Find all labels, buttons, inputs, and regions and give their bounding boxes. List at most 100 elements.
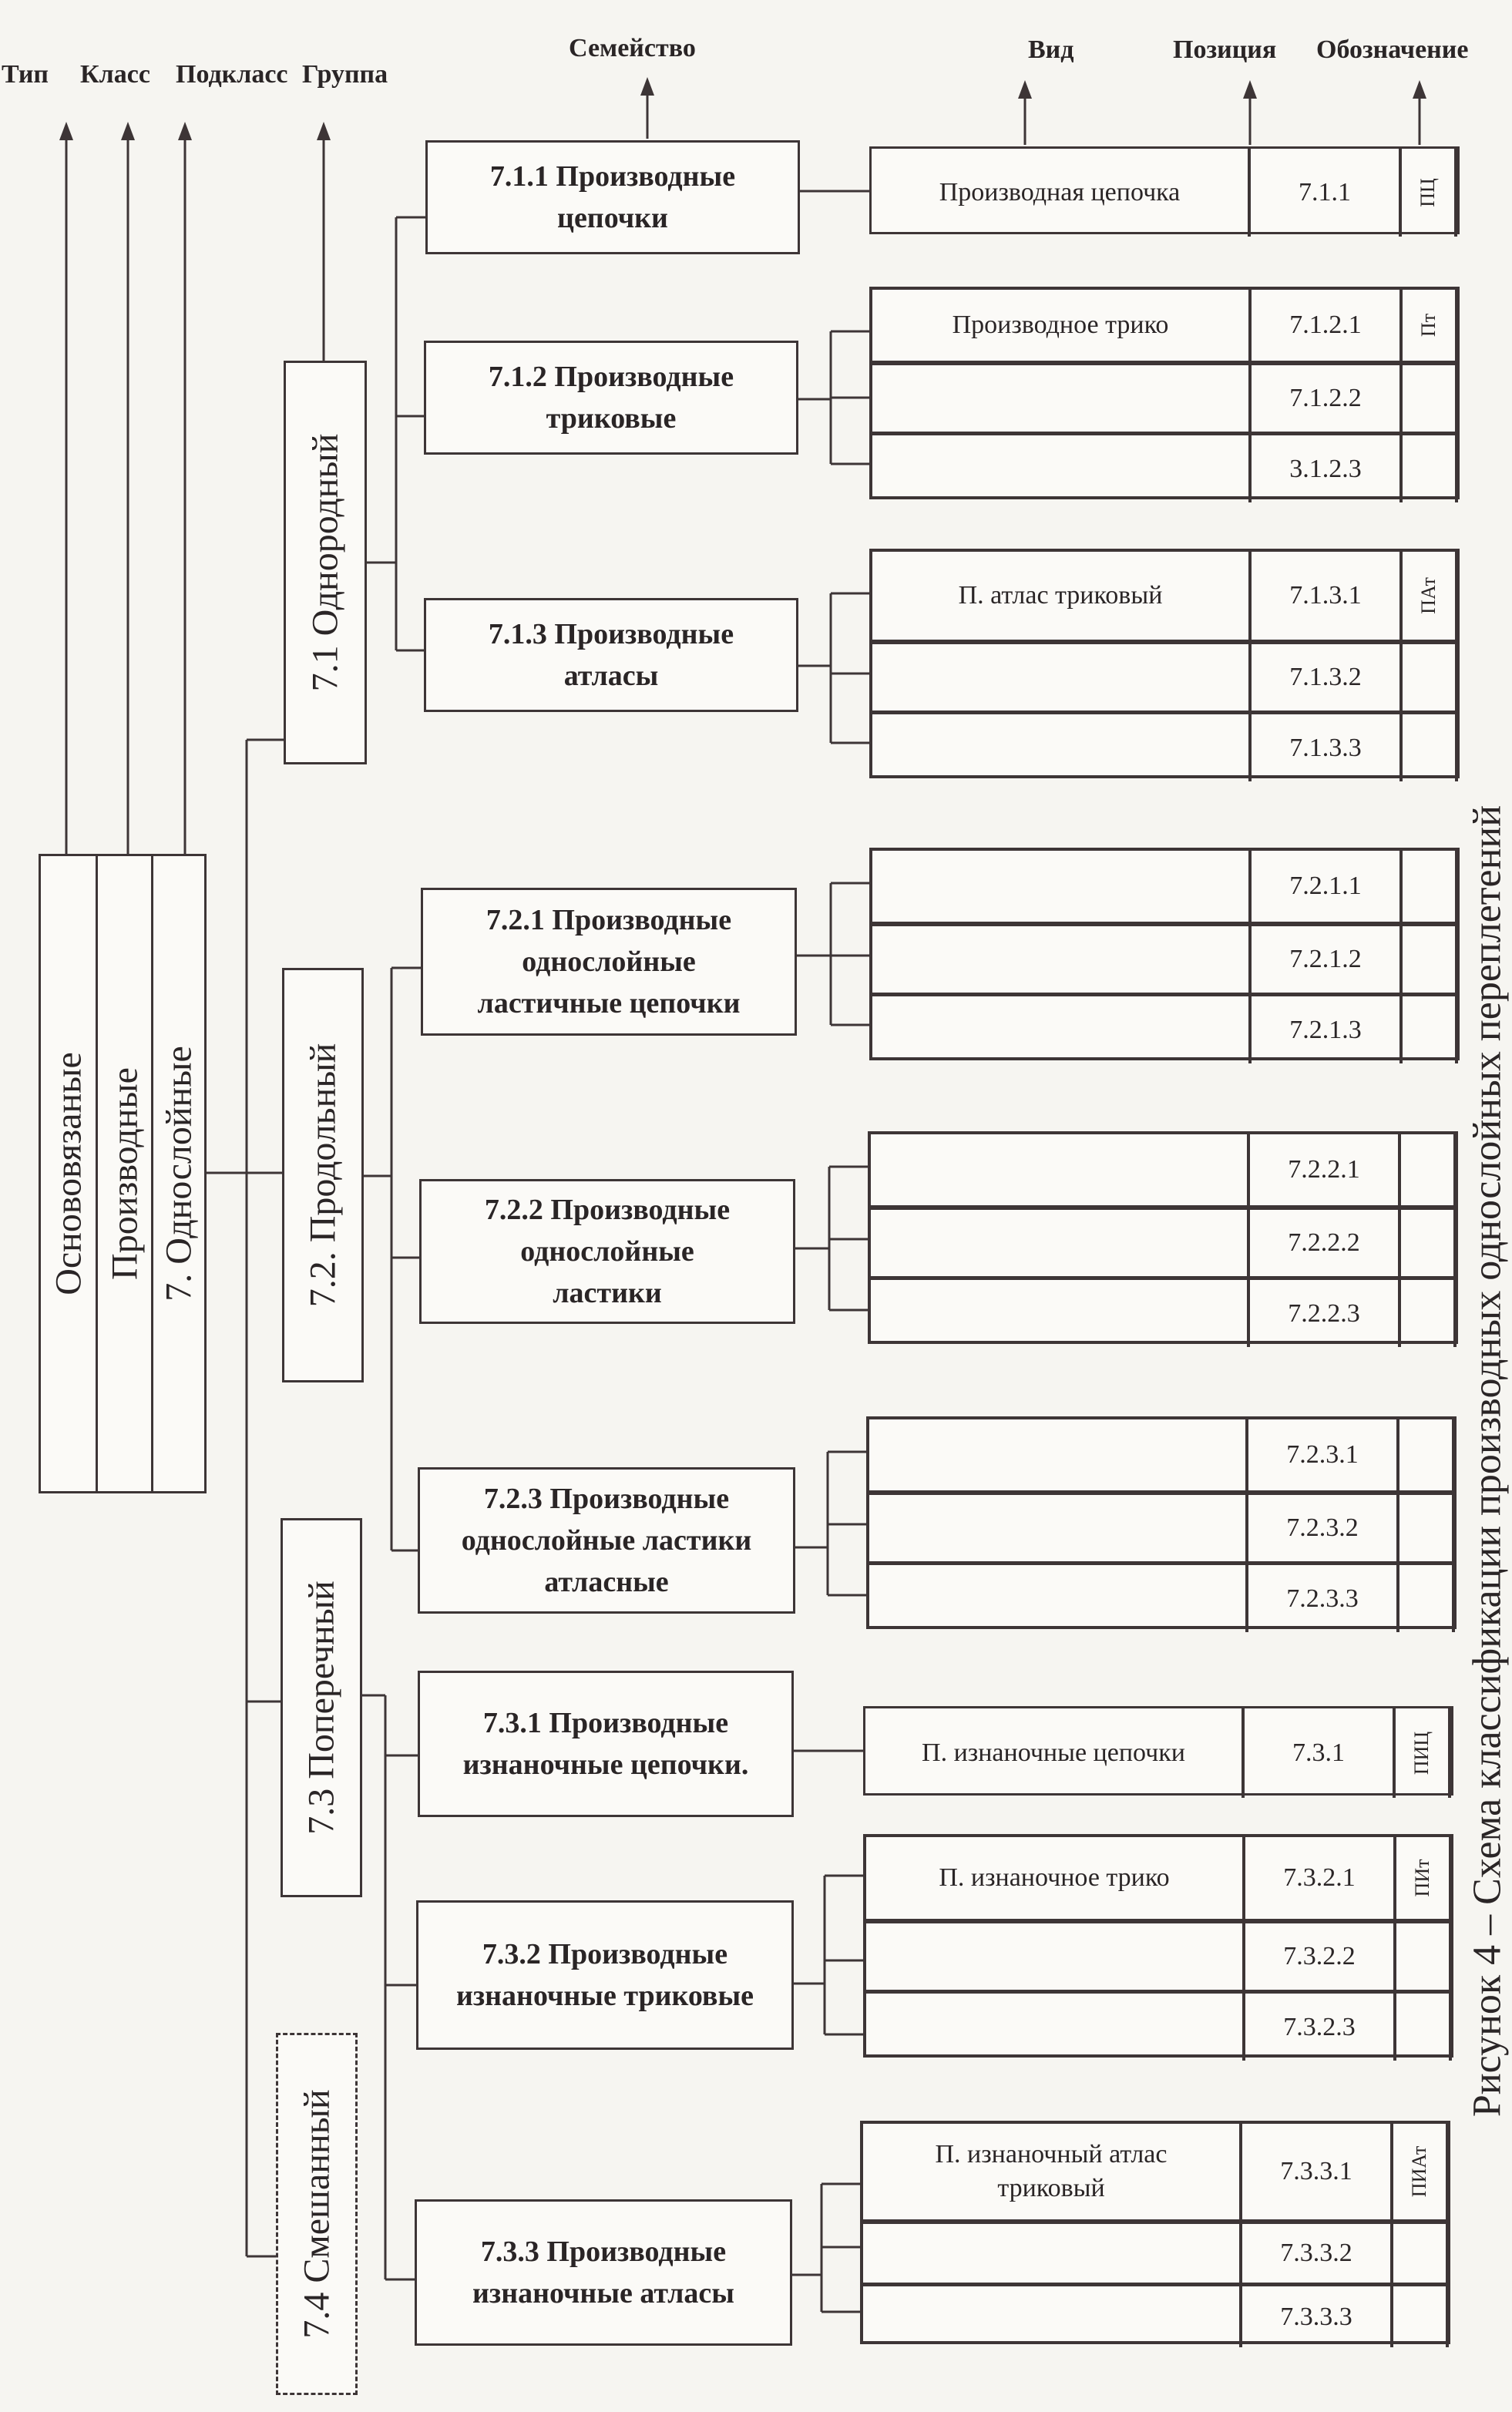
designation-cell — [1399, 1490, 1455, 1561]
family-box-7-1-3: 7.1.3 Производные атласы — [424, 598, 798, 712]
arrow-head — [59, 122, 73, 140]
designation-label: ПАт — [1417, 577, 1440, 614]
position-cell: 7.1.3.2 — [1252, 640, 1403, 710]
header-type: Тип — [2, 60, 49, 89]
designation-cell — [1403, 922, 1458, 993]
kind-cell — [872, 922, 1252, 993]
kind-cell — [866, 1919, 1245, 1990]
family-box-7-2-3: 7.2.3 Производные однослойные ластики ат… — [418, 1467, 795, 1614]
designation-cell: ПИт — [1396, 1837, 1452, 1919]
kind-cell — [871, 1205, 1250, 1276]
root-type-label: Основовязаные — [48, 1052, 89, 1295]
family-box-7-2-1: 7.2.1 Производные однослойные ластичные … — [421, 888, 797, 1036]
kind-cell: П. изнаночный атлас триковый — [863, 2124, 1242, 2219]
family-box-7-3-2: 7.3.2 Производные изнаночные триковые — [416, 1900, 794, 2050]
designation-label: ПИЦ — [1410, 1731, 1433, 1775]
designation-cell — [1393, 2219, 1449, 2283]
position-cell: 7.3.1 — [1245, 1708, 1396, 1798]
kind-cell: Производное трико — [872, 290, 1252, 361]
group-label: 7.2. Продольный — [302, 1043, 344, 1308]
header-kind: Вид — [1028, 35, 1074, 64]
arrow-head — [121, 122, 135, 140]
position-cell: 7.1.1 — [1251, 149, 1402, 237]
arrow-head — [317, 122, 331, 140]
header-subclass: Подкласс — [176, 60, 288, 89]
arrow-head — [1413, 80, 1426, 99]
designation-cell — [1396, 1919, 1452, 1990]
designation-cell — [1403, 361, 1458, 432]
family-box-7-3-1: 7.3.1 Производные изнаночные цепочки. — [418, 1671, 794, 1817]
arrow-head — [1243, 80, 1257, 99]
arrow-head — [640, 77, 654, 96]
position-cell: 7.3.3.3 — [1242, 2283, 1393, 2347]
designation-label: ПИт — [1411, 1859, 1433, 1897]
root-class-column: Производные — [98, 856, 153, 1491]
designation-label: Пт — [1417, 313, 1440, 338]
position-cell: 7.2.3.2 — [1248, 1490, 1399, 1561]
designation-cell — [1396, 1990, 1452, 2061]
group-label: 7.1 Однородный — [304, 433, 346, 692]
kind-cell: П. изнаночное трико — [866, 1837, 1245, 1919]
position-cell: 7.1.2.1 — [1252, 290, 1403, 361]
designation-cell — [1399, 1561, 1455, 1632]
header-designation: Обозначение — [1316, 35, 1469, 64]
designation-cell — [1403, 710, 1458, 781]
family-box-7-1-2: 7.1.2 Производные триковые — [424, 341, 798, 455]
position-cell: 7.1.3.1 — [1252, 552, 1403, 640]
position-cell: 7.3.2.3 — [1245, 1990, 1396, 2061]
designation-cell — [1403, 640, 1458, 710]
kind-cell — [863, 2219, 1242, 2283]
position-cell: 7.2.1.1 — [1252, 851, 1403, 922]
position-cell: 7.3.3.2 — [1242, 2219, 1393, 2283]
designation-cell — [1403, 432, 1458, 502]
position-cell: 7.2.2.2 — [1250, 1205, 1401, 1276]
position-cell: 7.3.2.2 — [1245, 1919, 1396, 1990]
root-subclass-label: 7. Однослойные — [158, 1046, 200, 1302]
kind-cell — [863, 2283, 1242, 2347]
designation-cell — [1401, 1205, 1457, 1276]
arrow-head — [178, 122, 192, 140]
header-class: Класс — [80, 60, 150, 89]
designation-cell — [1403, 993, 1458, 1063]
kind-cell — [872, 710, 1252, 781]
position-cell: 7.2.3.1 — [1248, 1419, 1399, 1490]
kind-cell — [872, 851, 1252, 922]
root-classification-box: Основовязаные Производные 7. Однослойные — [39, 854, 207, 1493]
figure-caption: Рисунок 4 – Схема классификации производ… — [1465, 805, 1510, 2118]
position-cell: 7.2.2.1 — [1250, 1134, 1401, 1205]
root-class-label: Производные — [104, 1067, 145, 1280]
designation-cell — [1403, 851, 1458, 922]
kind-cell — [866, 1990, 1245, 2061]
kind-cell — [869, 1419, 1248, 1490]
position-cell: 7.3.3.1 — [1242, 2124, 1393, 2219]
designation-cell — [1399, 1419, 1455, 1490]
group-label: 7.3 Поперечный — [301, 1581, 342, 1835]
arrow-head — [1018, 80, 1032, 99]
designation-cell: Пт — [1403, 290, 1458, 361]
family-box-7-1-1: 7.1.1 Производные цепочки — [425, 140, 800, 254]
designation-label: ПИАт — [1408, 2145, 1430, 2198]
designation-cell: ПИАт — [1393, 2124, 1449, 2219]
position-cell: 7.2.1.2 — [1252, 922, 1403, 993]
position-cell: 7.2.1.3 — [1252, 993, 1403, 1063]
position-cell: 7.1.3.3 — [1252, 710, 1403, 781]
kind-cell — [869, 1561, 1248, 1632]
family-box-7-3-3: 7.3.3 Производные изнаночные атласы — [415, 2199, 792, 2346]
header-group: Группа — [302, 60, 388, 89]
family-box-7-2-2: 7.2.2 Производные однослойные ластики — [419, 1179, 795, 1324]
kind-cell: П. атлас триковый — [872, 552, 1252, 640]
root-type-column: Основовязаные — [41, 856, 98, 1491]
kind-cell: П. изнаночные цепочки — [865, 1708, 1245, 1798]
group-box-longitudinal: 7.2. Продольный — [282, 968, 364, 1382]
designation-cell — [1393, 2283, 1449, 2347]
position-cell: 7.3.2.1 — [1245, 1837, 1396, 1919]
kind-cell: Производная цепочка — [872, 149, 1251, 237]
